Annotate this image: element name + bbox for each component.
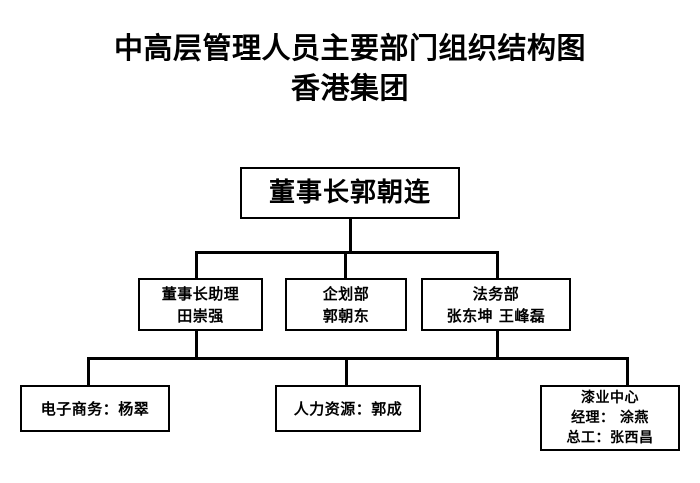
node-chairman-assistant[interactable]: 董事长助理 田崇强 (138, 278, 263, 331)
node-assistant-line-2: 田崇强 (177, 306, 224, 325)
node-ecommerce[interactable]: 电子商务：杨翠 (20, 385, 170, 432)
node-paint-line-3: 总工：张西昌 (566, 430, 654, 446)
chart-title-line-2: 香港集团 (290, 71, 409, 105)
connector-drop-planning (344, 251, 347, 280)
node-assistant-line-1: 董事长助理 (161, 284, 240, 303)
connector-chairman-stem (349, 219, 352, 253)
node-human-resources[interactable]: 人力资源：郭成 (275, 385, 421, 432)
connector-drop-ecommerce (87, 357, 90, 386)
node-paint-center[interactable]: 漆业中心 经理： 涂燕 总工：张西昌 (540, 385, 680, 451)
node-planning-line-1: 企划部 (322, 284, 370, 303)
node-ecommerce-line-1: 电子商务：杨翠 (40, 399, 150, 418)
node-paint-line-2: 经理： 涂燕 (571, 410, 649, 426)
connector-assistant-downstem (195, 330, 198, 359)
node-planning-line-2: 郭朝东 (322, 306, 370, 325)
connector-drop-assistant (195, 251, 198, 280)
connector-level2-bus (195, 251, 499, 254)
connector-drop-hr (345, 357, 348, 386)
connector-level3-bus (87, 357, 629, 360)
node-planning-department[interactable]: 企划部 郭朝东 (285, 278, 407, 331)
node-legal-line-1: 法务部 (472, 284, 520, 303)
node-chairman[interactable]: 董事长郭朝连 (240, 167, 460, 219)
node-paint-line-1: 漆业中心 (581, 390, 639, 406)
node-chairman-line-1: 董事长郭朝连 (268, 178, 431, 208)
connector-drop-legal (496, 251, 499, 280)
chart-title-line-1: 中高层管理人员主要部门组织结构图 (113, 31, 586, 65)
connector-drop-paint-center (626, 357, 629, 386)
node-legal-department[interactable]: 法务部 张东坤 王峰磊 (421, 278, 571, 331)
chart-title-block: 中高层管理人员主要部门组织结构图 香港集团 (0, 28, 700, 108)
node-legal-line-2: 张东坤 王峰磊 (446, 306, 546, 325)
connector-legal-downstem (496, 330, 499, 359)
node-hr-line-1: 人力资源：郭成 (293, 399, 403, 418)
